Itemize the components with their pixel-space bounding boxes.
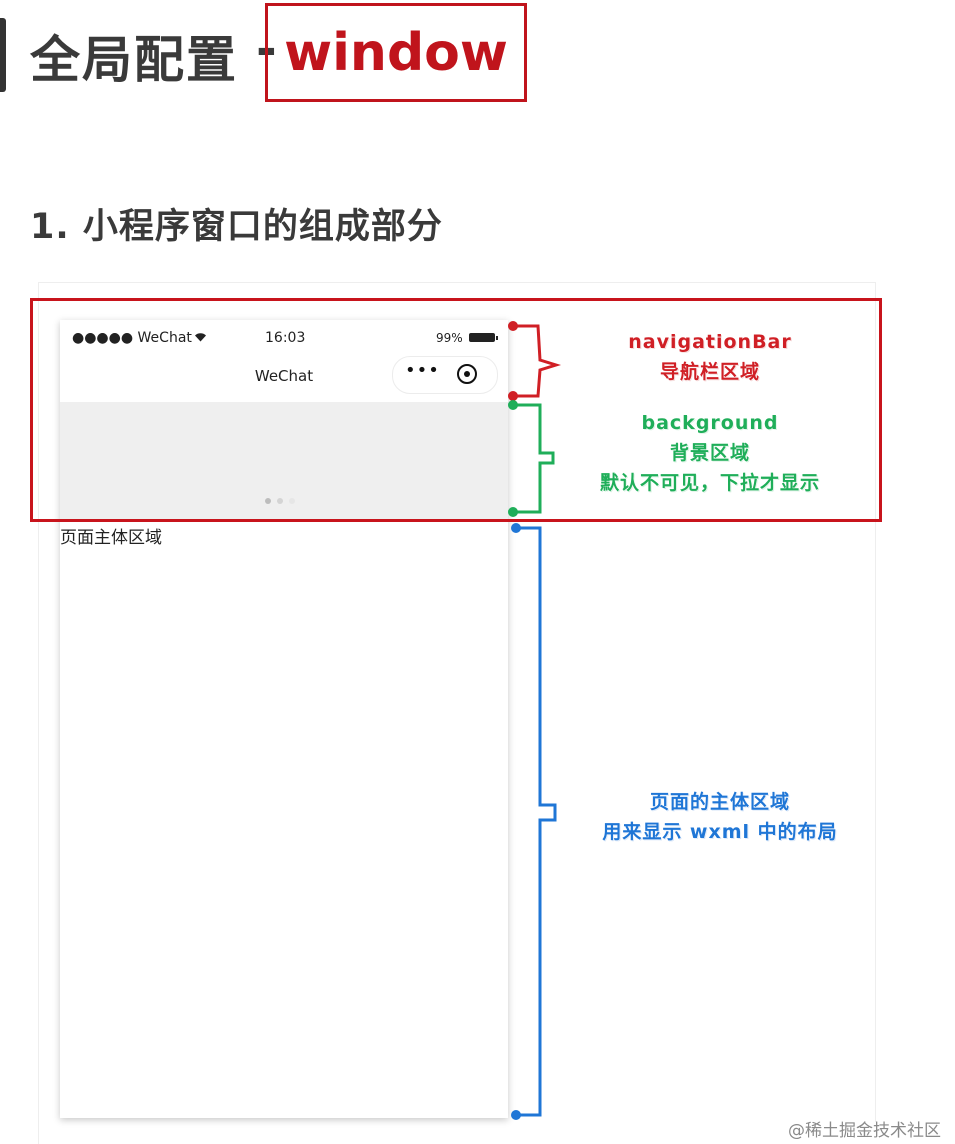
section-heading: 1. 小程序窗口的组成部分 — [30, 207, 443, 247]
edge-marker — [0, 18, 6, 92]
nav-bar-title: WeChat — [254, 367, 314, 385]
page-title: 全局配置 — [30, 31, 238, 89]
highlight-frame — [30, 298, 882, 522]
background-bracket-dot-top — [508, 400, 518, 410]
loading-dot — [277, 498, 283, 504]
navigation-bar-annotation: navigationBar 导航栏区域 — [560, 327, 860, 387]
phone-mockup: ●●●●● WeChat 16:03 99% WeChat ••• 页面主体区域 — [60, 320, 508, 1118]
divider-right — [875, 282, 876, 1122]
page-body-line1: 页面的主体区域 — [649, 791, 790, 813]
status-bar: ●●●●● WeChat 16:03 99% — [60, 320, 508, 356]
loading-dot — [265, 498, 271, 504]
loading-dot — [289, 498, 295, 504]
watermark: @稀土掘金技术社区 — [788, 1121, 941, 1141]
navigation-bar-subtitle: 导航栏区域 — [659, 361, 760, 383]
battery-percent: 99% — [436, 331, 463, 345]
battery-icon — [469, 333, 495, 342]
nav-bracket — [513, 324, 562, 398]
background-area — [60, 402, 508, 520]
title-highlight: window — [284, 22, 508, 83]
body-bracket-dot-top — [511, 523, 521, 533]
nav-bracket-dot-top — [508, 321, 518, 331]
background-line2: 默认不可见，下拉才显示 — [599, 472, 820, 494]
target-icon[interactable] — [457, 364, 477, 384]
page-body-text: 页面主体区域 — [60, 528, 162, 548]
body-bracket-dot-bottom — [511, 1110, 521, 1120]
nav-bracket-dot-bottom — [508, 391, 518, 401]
background-annotation: background 背景区域 默认不可见，下拉才显示 — [560, 408, 860, 498]
body-bracket — [516, 526, 557, 1117]
loading-dots — [265, 489, 301, 508]
carrier-text: ●●●●● WeChat — [72, 330, 192, 346]
background-bracket — [513, 403, 555, 514]
background-bracket-dot-bottom — [508, 507, 518, 517]
title-highlight-frame — [265, 3, 527, 102]
background-title: background — [641, 412, 779, 434]
divider-top — [38, 282, 876, 283]
more-icon[interactable]: ••• — [405, 360, 440, 381]
divider-left — [38, 282, 39, 1144]
wifi-icon — [192, 330, 207, 346]
navigation-bar-title: navigationBar — [628, 331, 792, 353]
target-dot — [464, 371, 470, 377]
page-body-line2: 用来显示 wxml 中的布局 — [602, 821, 838, 843]
signal-carrier: ●●●●● WeChat — [72, 330, 207, 346]
battery-tip — [496, 336, 498, 340]
capsule-menu[interactable]: ••• — [392, 356, 498, 394]
status-time: 16:03 — [265, 330, 306, 346]
page-body-annotation: 页面的主体区域 用来显示 wxml 中的布局 — [560, 787, 880, 847]
background-line1: 背景区域 — [669, 442, 750, 464]
